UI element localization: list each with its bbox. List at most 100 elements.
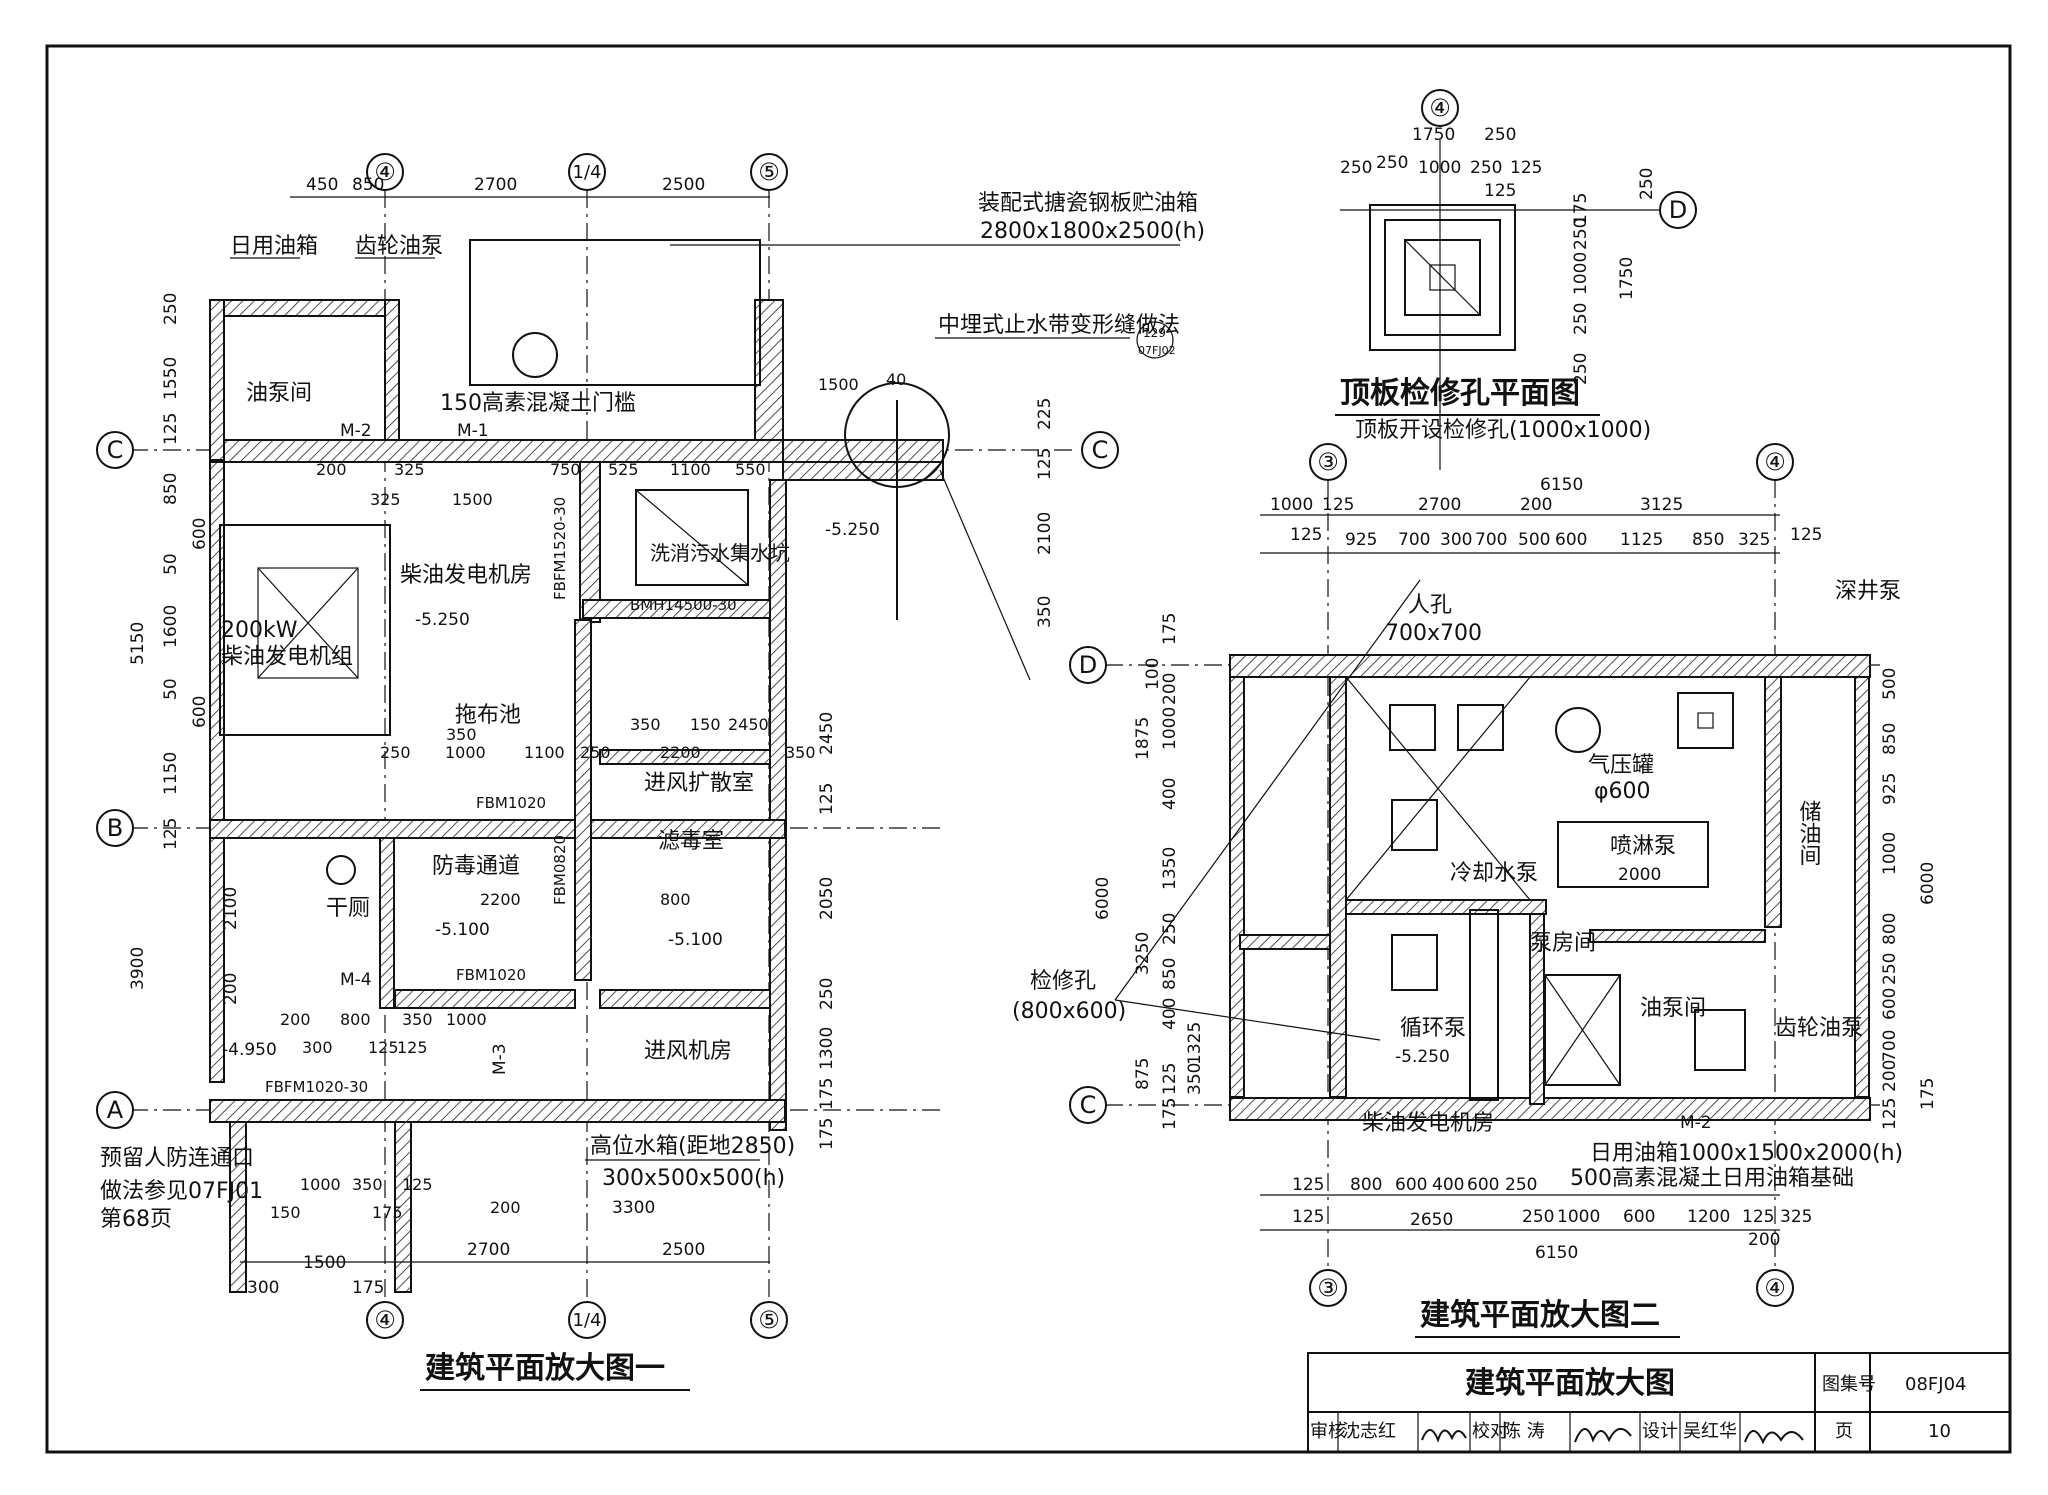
p2-top2-925: 925: [1345, 530, 1377, 550]
roof-dim-r250d: 250: [1571, 353, 1591, 385]
dim-top-850: 850: [352, 175, 384, 195]
dim-right-2450: 2450: [817, 712, 837, 755]
elev-5: -4.950: [222, 1040, 277, 1060]
dim-40: 40: [886, 370, 906, 389]
p2-bot2-125: 125: [1292, 1207, 1324, 1227]
dim-1000b: 1000: [446, 1010, 487, 1029]
room-mop-pool: 拖布池: [455, 703, 521, 728]
grid-c-left: C: [107, 436, 124, 464]
dim-350c: 350: [402, 1010, 433, 1029]
grid-4-top-p2: ④: [1764, 448, 1786, 476]
p2-circulation-pump: 循环泵: [1400, 1016, 1466, 1041]
roof-hatch-plan: ④ D 1750 250 250 250 1000 250 125 125 25…: [1335, 89, 1697, 470]
plan1-title: 建筑平面放大图一: [425, 1351, 665, 1386]
label-high-tank-size: 300x500x500(h): [602, 1166, 785, 1191]
dim-top-450: 450: [306, 175, 338, 195]
p2-r-925: 925: [1880, 773, 1900, 805]
p2-gear-pump: 齿轮油泵: [1775, 1016, 1863, 1041]
check-label: 校对: [1472, 1421, 1508, 1442]
roof-dim-250a: 250: [1340, 158, 1372, 178]
grid-4-bottom-p2: ④: [1764, 1274, 1786, 1302]
roof-dim-125: 125: [1510, 158, 1542, 178]
dim-250: 250: [380, 743, 411, 762]
grid-3-top: ③: [1317, 448, 1339, 476]
dim-right-125c: 125: [1035, 448, 1055, 480]
room-gas-corridor: 防毒通道: [432, 854, 520, 879]
label-storage-tank-size: 2800x1800x2500(h): [980, 219, 1205, 244]
p2-top1-1000: 1000: [1270, 495, 1313, 515]
p2-r-1000: 1000: [1880, 832, 1900, 875]
roof-dim-r1750: 1750: [1617, 257, 1637, 300]
p2-inspection-hole: 检修孔: [1030, 969, 1096, 994]
grid-a-left: A: [107, 1096, 124, 1124]
dim-150: 2450: [728, 715, 769, 734]
dim-right-125: 125: [817, 783, 837, 815]
dim-left-3900: 3900: [128, 947, 148, 990]
dim-800: 800: [340, 1010, 371, 1029]
p2-storage-room: 储油间: [1796, 800, 1822, 866]
roof-dim-r250: 250: [1637, 168, 1657, 200]
p2-bot2-250: 250: [1522, 1207, 1554, 1227]
atlas-number: 08FJ04: [1905, 1374, 1966, 1395]
dim-550: 550: [735, 460, 766, 479]
p2-pump-room: 泵房间: [1530, 931, 1596, 956]
roof-dim-250: 250: [1484, 125, 1516, 145]
grid-1-4-top: 1/4: [573, 162, 602, 183]
roof-dim-r250c: 250: [1571, 303, 1591, 335]
p2-top2-600: 600: [1555, 530, 1587, 550]
elev-4: -5.100: [668, 930, 723, 950]
p2-top2-125b: 125: [1790, 525, 1822, 545]
dim-left-2100: 2100: [221, 887, 241, 930]
roof-hatch-subtitle: 顶板开设检修孔(1000x1000): [1355, 418, 1651, 443]
dim-left-600b: 600: [190, 696, 210, 728]
dim-left-50a: 50: [161, 553, 181, 575]
p2-l-400b: 400: [1160, 998, 1180, 1030]
dim-125c: 125: [402, 1175, 433, 1194]
dim-1100: 1100: [670, 460, 711, 479]
p2-r-600: 600: [1880, 988, 1900, 1020]
dim-left-1600: 1600: [161, 605, 181, 648]
p2-r-700: 700: [1880, 1030, 1900, 1062]
p2-top2-300: 300: [1440, 530, 1472, 550]
p2-l-125: 125: [1160, 1063, 1180, 1095]
dim-top-2500: 2500: [662, 175, 705, 195]
p2-l-200: 200: [1160, 673, 1180, 705]
p2-bot2-600: 600: [1623, 1207, 1655, 1227]
dim-left-125: 125: [161, 413, 181, 445]
p2-door-m2: M-2: [1680, 1113, 1712, 1133]
elev-2: -5.250: [825, 520, 880, 540]
dim-1500b: 1500: [452, 490, 493, 509]
dim-left-250: 250: [161, 293, 181, 325]
designer-signature: [1744, 1430, 1804, 1445]
grid-c-left-p2: C: [1080, 1091, 1097, 1119]
dim-bottom-1500: 1500: [303, 1253, 346, 1273]
p2-bot2-1200: 1200: [1687, 1207, 1730, 1227]
dim-bottom-2700: 2700: [467, 1240, 510, 1260]
room-dry-toilet: 干厕: [326, 896, 370, 921]
grid-1-4-bottom: 1/4: [573, 1310, 602, 1331]
dim-2450: 2200: [480, 890, 521, 909]
p2-r-175: 175: [1918, 1078, 1938, 1110]
roof-dim-r175: 175: [1571, 193, 1591, 225]
label-gear-pump: 齿轮油泵: [355, 234, 443, 259]
p2-top2-850: 850: [1692, 530, 1724, 550]
p2-tank-base: 500高素混凝土日用油箱基础: [1570, 1166, 1854, 1191]
dim-left-1150: 1150: [161, 752, 181, 795]
dim-right-225: 225: [1035, 398, 1055, 430]
review-label: 审核: [1310, 1421, 1346, 1442]
room-air-diffusion: 进风扩散室: [644, 771, 754, 796]
dim-right-175a: 175: [817, 1078, 837, 1110]
p2-top2-125: 125: [1290, 525, 1322, 545]
label-reserved-passage: 预留人防连通口: [100, 1146, 254, 1171]
plan-one: ④ 1/4 ⑤ ④ 1/4 ⑤ C B A C 450 850 2700 250…: [96, 153, 1205, 1391]
dim-325b: 325: [370, 490, 401, 509]
p2-bot1-600a: 600: [1395, 1175, 1427, 1195]
roof-hatch-title: 顶板检修孔平面图: [1340, 376, 1580, 411]
p2-top1-3125: 3125: [1640, 495, 1683, 515]
label-high-tank: 高位水箱(距地2850): [590, 1134, 795, 1159]
roof-dim-125b: 125: [1484, 181, 1516, 201]
dim-2200b: 800: [660, 890, 691, 909]
dim-right-1300: 1300: [817, 1027, 837, 1070]
p2-bottom-200: 200: [1748, 1230, 1780, 1250]
p2-top2-1125: 1125: [1620, 530, 1663, 550]
